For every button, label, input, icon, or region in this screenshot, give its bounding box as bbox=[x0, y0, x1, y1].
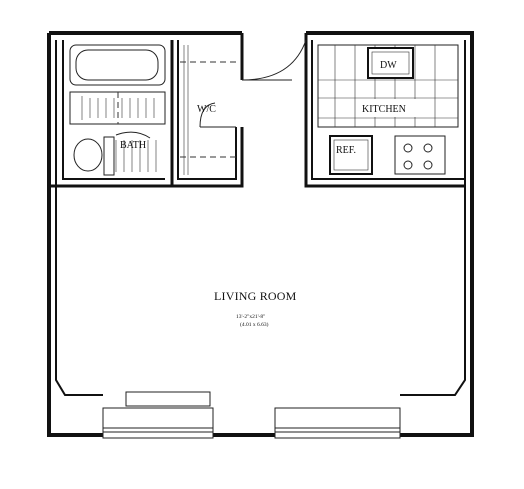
dw-label: DW bbox=[380, 60, 397, 71]
bath-vanity bbox=[69, 91, 166, 125]
wc-door bbox=[199, 39, 307, 128]
window-right bbox=[274, 407, 401, 439]
kitchen-label-bg bbox=[358, 99, 424, 117]
living-room-label: LIVING ROOM bbox=[214, 289, 297, 303]
bath-label: BATH bbox=[120, 140, 146, 151]
window-left bbox=[102, 391, 214, 439]
stove bbox=[394, 135, 446, 175]
kitchen-counter bbox=[317, 44, 459, 128]
wc-label: W/C bbox=[197, 104, 216, 115]
closet-shelves bbox=[180, 45, 236, 175]
bathtub bbox=[69, 44, 166, 86]
exterior-walls bbox=[47, 31, 474, 437]
dishwasher bbox=[367, 47, 414, 79]
interior-walls bbox=[49, 33, 465, 188]
toilet bbox=[73, 131, 157, 176]
refrigerator bbox=[329, 135, 373, 175]
living-room-dimension-metric: (4.01 x 6.63) bbox=[240, 321, 269, 328]
living-room-dimension-imperial: 13'-2"x21'-8" bbox=[236, 314, 265, 320]
ref-label: REF. bbox=[336, 145, 356, 156]
kitchen-label: KITCHEN bbox=[362, 104, 406, 115]
